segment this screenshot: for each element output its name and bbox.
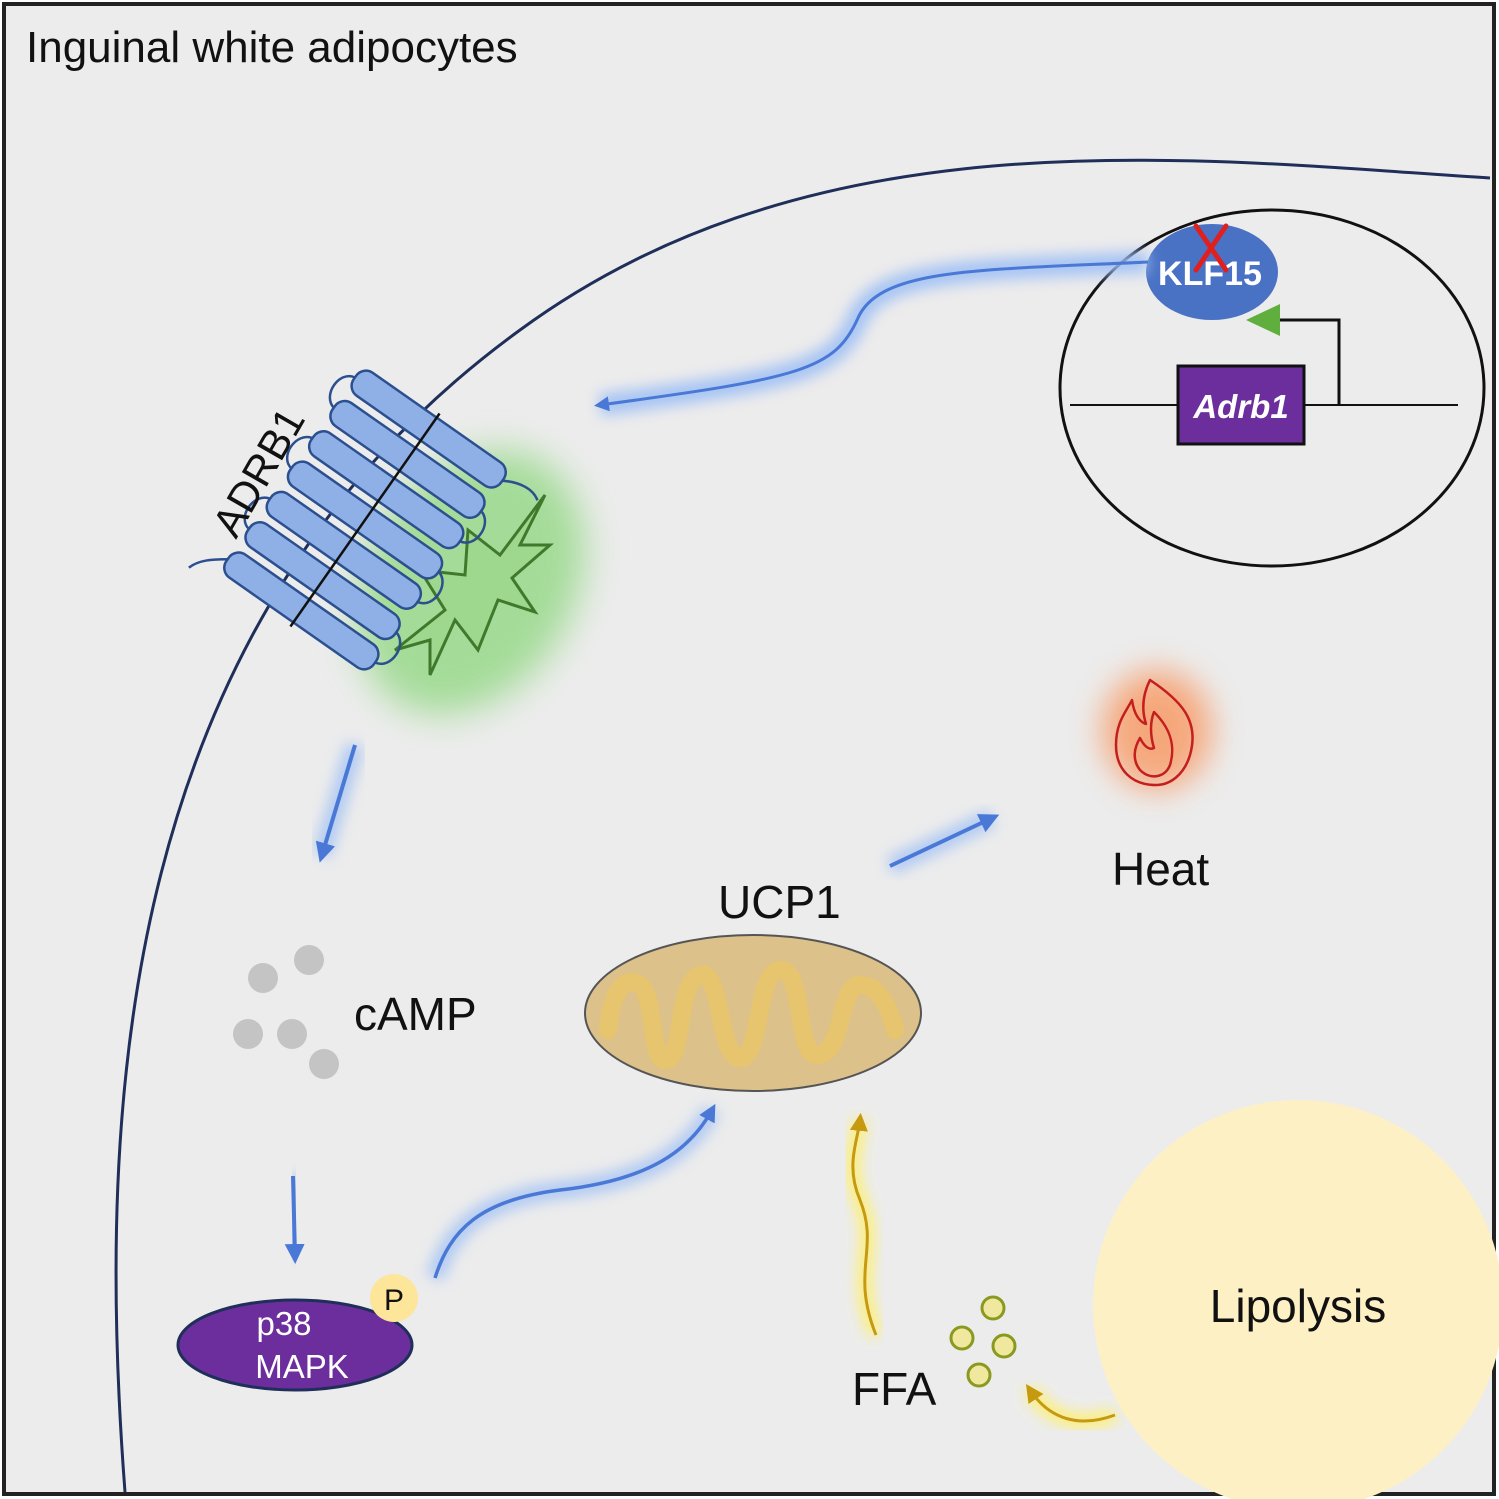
adrb1-to-camp-arrow	[313, 742, 364, 863]
klf15-label: KLF15	[1158, 255, 1262, 293]
lipolysis-label: Lipolysis	[1210, 1280, 1386, 1332]
p38-label: p38	[256, 1305, 311, 1342]
heat-label: Heat	[1112, 843, 1209, 895]
phospho-badge: P	[370, 1274, 418, 1322]
ffa-label: FFA	[852, 1363, 937, 1415]
lipolysis-to-ffa-arrow	[1024, 1384, 1118, 1428]
mapk-label: MAPK	[255, 1348, 349, 1385]
mitochondrion-icon	[584, 934, 922, 1092]
nucleus	[1058, 208, 1486, 568]
camp-molecules	[233, 945, 339, 1079]
lipid-droplet	[1093, 1100, 1499, 1499]
ucp1-to-heat-arrow	[886, 809, 1000, 875]
diagram-title: Inguinal white adipocytes	[26, 23, 518, 72]
camp-to-p38-arrow	[284, 1175, 305, 1264]
p38-to-ucp1-arrow	[426, 1103, 720, 1281]
heat-glow	[1102, 670, 1212, 790]
camp-label: cAMP	[354, 988, 477, 1040]
knockout-x-icon	[1193, 223, 1229, 273]
flame-icon	[1114, 678, 1194, 787]
ligand-star-icon	[394, 494, 555, 676]
adrb1-gene: Adrb1	[1176, 364, 1306, 446]
cell-membrane	[114, 158, 1491, 1493]
klf15-to-adrb1-arrow	[594, 251, 1149, 416]
adrb1-gene-label: Adrb1	[1192, 388, 1288, 425]
receptor-helices-icon	[188, 369, 539, 671]
phospho-label: P	[384, 1284, 404, 1317]
p38-mapk: p38 MAPK	[176, 1298, 414, 1392]
promoter-arrow-icon	[1246, 304, 1341, 405]
ffa-to-ucp1-arrow	[845, 1112, 883, 1338]
ffa-molecules	[949, 1295, 1017, 1388]
ucp1-label: UCP1	[718, 876, 841, 928]
klf15-factor: KLF15	[1146, 223, 1278, 320]
